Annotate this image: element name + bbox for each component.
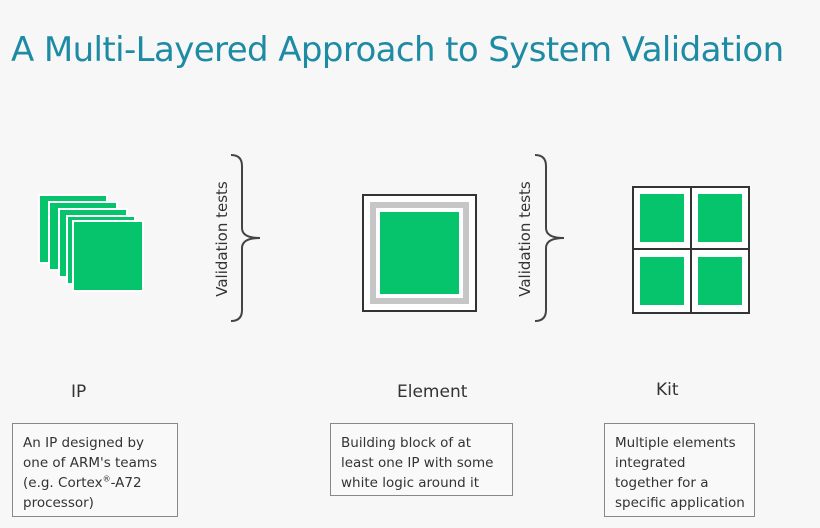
validation-tests-label-1: Validation tests	[213, 181, 231, 297]
ip-description-text: (e.g. Cortex	[23, 475, 103, 491]
kit-description-line: together for a	[615, 475, 709, 491]
ip-description-line: processor)	[23, 495, 94, 511]
ip-layer	[72, 220, 144, 292]
kit-element-block	[640, 257, 684, 305]
validation-bracket-2	[534, 154, 565, 322]
element-graphic	[362, 194, 477, 312]
kit-element-block	[698, 257, 742, 305]
stage-label-element: Element	[397, 382, 468, 402]
registered-mark: ®	[102, 474, 111, 484]
kit-element-block	[698, 194, 742, 242]
element-ip-block	[380, 212, 459, 294]
ip-description-line: one of ARM's teams	[23, 455, 158, 471]
validation-bracket-1	[230, 154, 261, 322]
kit-description-line: Multiple elements	[615, 435, 736, 451]
element-logic-ring	[370, 202, 469, 304]
kit-description-line: integrated	[615, 455, 686, 471]
kit-graphic	[632, 186, 750, 314]
ip-description-text: -A72	[110, 475, 142, 491]
element-description-line: least one IP with some	[341, 455, 494, 471]
stage-label-kit: Kit	[656, 380, 679, 400]
kit-description-line: specific application	[615, 495, 745, 511]
validation-tests-label-2: Validation tests	[516, 181, 534, 297]
stage-label-ip: IP	[71, 382, 87, 402]
element-description-line: Building block of at	[341, 435, 472, 451]
ip-description-box: An IP designed by one of ARM's teams (e.…	[12, 423, 178, 517]
kit-description-box: Multiple elements integrated together fo…	[604, 423, 755, 517]
ip-description-line: An IP designed by	[23, 435, 145, 451]
element-description-box: Building block of at least one IP with s…	[330, 423, 513, 496]
ip-description-line: (e.g. Cortex®-A72	[23, 473, 167, 493]
ip-stack-graphic	[38, 194, 144, 292]
kit-element-block	[640, 194, 684, 242]
element-core	[376, 208, 463, 298]
page-title: A Multi-Layered Approach to System Valid…	[11, 30, 784, 70]
kit-divider-horizontal	[634, 248, 748, 250]
kit-divider-vertical	[690, 188, 692, 312]
element-description-line: white logic around it	[341, 475, 480, 491]
